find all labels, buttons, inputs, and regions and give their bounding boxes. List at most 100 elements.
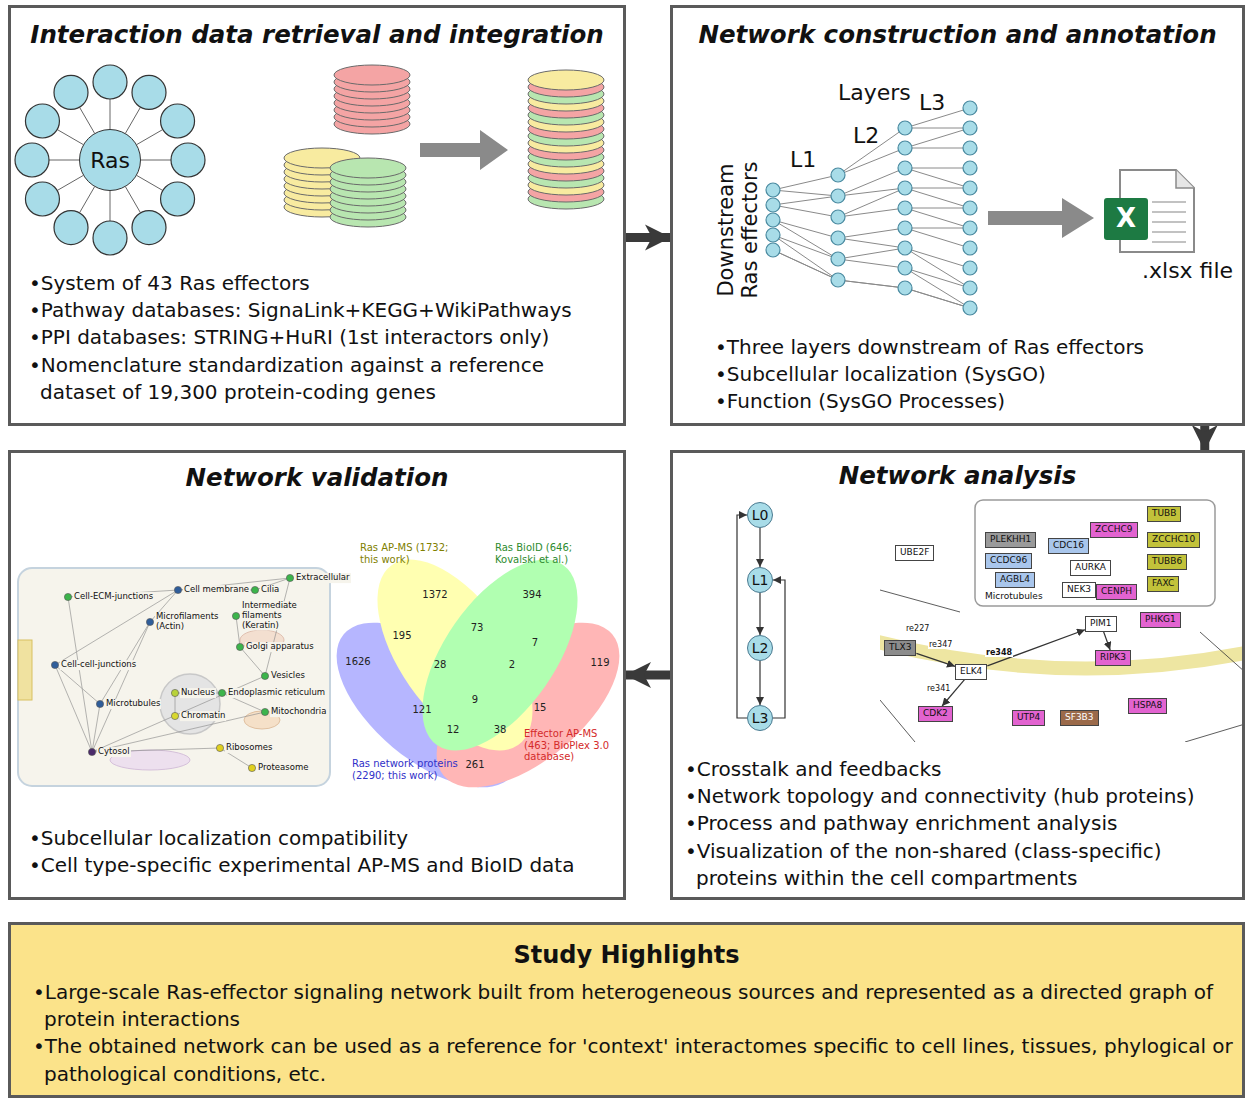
highlights-panel: Study Highlights•Large-scale Ras-effecto… bbox=[8, 922, 1245, 1098]
compartment-label: Intermediate filaments (Keratin) bbox=[241, 601, 321, 630]
panel-title: Study Highlights bbox=[11, 941, 1242, 969]
compartment-dot bbox=[146, 618, 153, 625]
figure-label: re348 bbox=[985, 648, 1013, 657]
protein-box: TLX3 bbox=[884, 640, 916, 656]
membrane-band bbox=[880, 640, 1242, 668]
interaction-arrow bbox=[759, 593, 760, 635]
stage-panel: Network analysis•Crosstalk and feedbacks… bbox=[670, 450, 1245, 900]
cell-link bbox=[236, 616, 240, 647]
layer-link bbox=[773, 220, 838, 259]
effector-link bbox=[126, 107, 141, 133]
figure-label: L2 bbox=[853, 123, 879, 148]
protein-name: FAXC bbox=[1152, 578, 1174, 588]
layer-node bbox=[898, 241, 912, 255]
layer-node bbox=[831, 273, 845, 287]
interaction-arrow bbox=[916, 653, 955, 666]
bullet-text: •Nomenclature standardization against a … bbox=[29, 352, 625, 406]
layer-link bbox=[905, 168, 970, 169]
layer-link bbox=[838, 228, 905, 238]
layer-node bbox=[766, 183, 780, 197]
venn-count: 1626 bbox=[345, 656, 370, 668]
layer-node bbox=[766, 228, 780, 242]
effector-link bbox=[49, 160, 79, 161]
compartment-dot bbox=[232, 612, 239, 619]
bullet-text: •Network topology and connectivity (hub … bbox=[685, 783, 1242, 810]
bullet-list: •Subcellular localization compatibility•… bbox=[29, 825, 625, 879]
layer-link bbox=[773, 175, 838, 190]
interaction-arrow bbox=[942, 680, 964, 706]
layer-node bbox=[963, 281, 977, 295]
effector-circle bbox=[25, 104, 59, 138]
layer-link bbox=[838, 168, 905, 196]
layer-node bbox=[963, 101, 977, 115]
cell-link-group bbox=[55, 578, 290, 768]
figure-label: Microtubules bbox=[985, 591, 1043, 601]
golgi-shape bbox=[240, 630, 284, 650]
layer-node bbox=[831, 231, 845, 245]
layer-link bbox=[773, 235, 838, 280]
bullet-list: •Crosstalk and feedbacks•Network topolog… bbox=[685, 756, 1242, 892]
compartment-label: Extracellular bbox=[295, 573, 351, 583]
database-stack bbox=[330, 158, 406, 227]
snippet-group bbox=[880, 500, 1242, 742]
bullet-text: •Crosstalk and feedbacks bbox=[685, 756, 1242, 783]
figure-label: re227 bbox=[905, 624, 930, 633]
cell-link bbox=[68, 597, 92, 752]
protein-box: ZCCHC10 bbox=[1147, 532, 1200, 548]
venn-count: 9 bbox=[472, 694, 478, 706]
layer-network bbox=[766, 101, 977, 315]
database-disk bbox=[330, 158, 406, 178]
merge-arrow bbox=[420, 130, 508, 170]
compartment-dot bbox=[216, 744, 223, 751]
figure-label: X bbox=[1116, 204, 1136, 234]
protein-name: HSPA8 bbox=[1133, 700, 1162, 710]
file-row bbox=[1152, 221, 1186, 223]
cell-link bbox=[55, 665, 92, 752]
bullet-text: •Subcellular localization compatibility bbox=[29, 825, 625, 852]
compartment-dot bbox=[261, 708, 268, 715]
bullet-text: •Process and pathway enrichment analysis bbox=[685, 810, 1242, 837]
venn-count: 15 bbox=[534, 702, 547, 714]
circle-label: L2 bbox=[752, 640, 769, 656]
cell-link bbox=[175, 693, 222, 694]
protein-name: AURKA bbox=[1075, 562, 1106, 572]
interaction-arrow bbox=[987, 630, 1085, 666]
cell-link bbox=[100, 622, 150, 704]
figure-label: Ras BioID (646; Kovalski et al.) bbox=[495, 542, 607, 565]
layer-node bbox=[963, 181, 977, 195]
figure-label: L3 bbox=[919, 90, 945, 115]
layer-link bbox=[773, 250, 838, 280]
effector-link bbox=[57, 176, 83, 191]
protein-box: CDK2 bbox=[918, 706, 953, 722]
protein-name: CENPH bbox=[1101, 586, 1132, 596]
protein-name: TLX3 bbox=[889, 642, 911, 652]
effector-circle bbox=[171, 143, 205, 177]
layer-link bbox=[773, 196, 838, 205]
layer-node bbox=[898, 261, 912, 275]
panel-title: Network construction and annotation bbox=[673, 20, 1242, 49]
layer-link bbox=[905, 128, 970, 129]
compartment-label: Microtubules bbox=[105, 699, 161, 709]
layer-link bbox=[905, 128, 970, 148]
protein-box: FAXC bbox=[1147, 576, 1179, 592]
layer-link bbox=[838, 208, 905, 217]
protein-name: CDC16 bbox=[1053, 540, 1084, 550]
bullet-list: •System of 43 Ras effectors•Pathway data… bbox=[29, 270, 625, 406]
figure-label: Downstream Ras effectors bbox=[714, 155, 762, 305]
protein-box: NEK3 bbox=[1062, 582, 1096, 598]
bullet-text: •System of 43 Ras effectors bbox=[29, 270, 625, 297]
circle-label: L3 bbox=[752, 710, 769, 726]
bullet-list: •Three layers downstream of Ras effector… bbox=[715, 334, 1240, 416]
layer-node bbox=[898, 141, 912, 155]
file-rows bbox=[1152, 202, 1186, 242]
layer-node bbox=[963, 301, 977, 315]
cell-link bbox=[178, 578, 290, 590]
venn-count: 7 bbox=[532, 637, 538, 649]
layer-node bbox=[898, 181, 912, 195]
protein-name: TUBB6 bbox=[1152, 556, 1182, 566]
protein-box: AGBL4 bbox=[995, 572, 1035, 588]
effector-link bbox=[137, 130, 163, 145]
figure-label: re341 bbox=[926, 684, 951, 693]
figure-label: Ras network proteins (2290; this work) bbox=[352, 758, 464, 781]
layer-node bbox=[963, 201, 977, 215]
